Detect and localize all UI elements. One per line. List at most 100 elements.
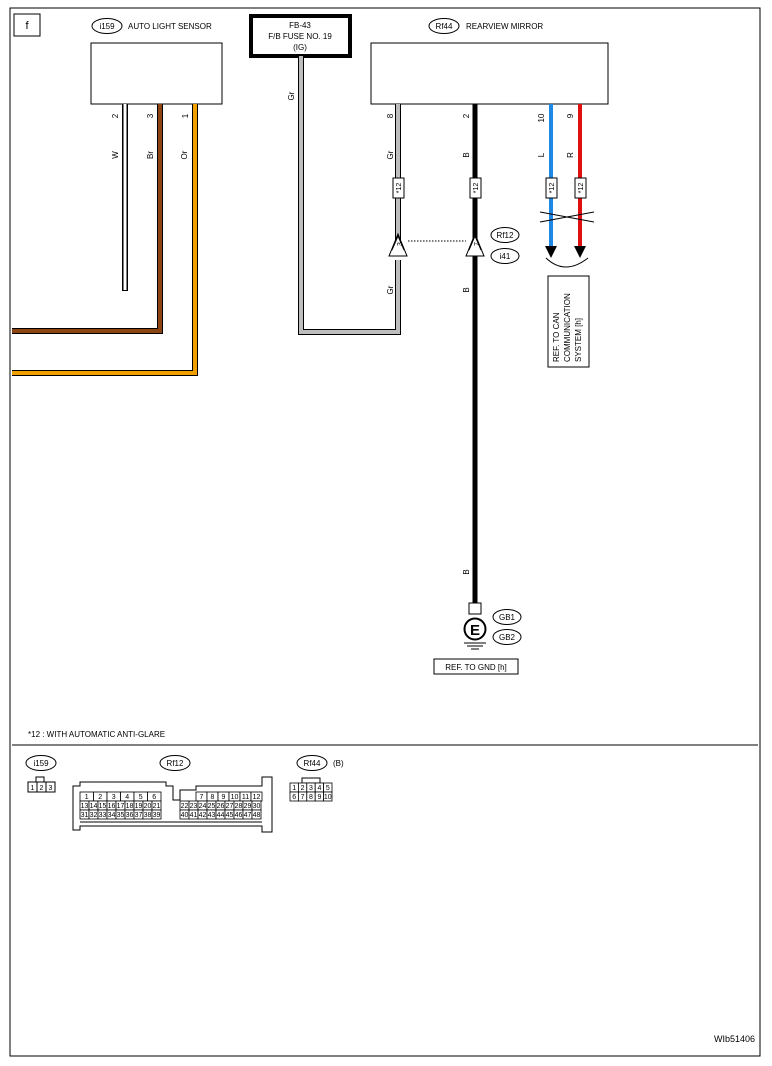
rf12-pin-label: 42 <box>199 812 207 819</box>
ground-symbol-circle <box>463 617 487 641</box>
rf12-pin-label: 10 <box>231 794 239 801</box>
rf12-pin-label: 34 <box>108 812 116 819</box>
rf12-pin-label: 32 <box>90 812 98 819</box>
rf44-pin-label: 6 <box>292 794 296 801</box>
mirror-pin-r: 9 <box>566 113 575 118</box>
mirror-wire-label-b: B <box>462 152 471 157</box>
ground-wire-label: B <box>462 569 471 574</box>
svg-text:2: 2 <box>40 785 44 792</box>
ground-symbol: E <box>470 622 480 639</box>
rf12-pin-label: 3 <box>112 794 116 801</box>
fuse-line3: (IG) <box>293 43 307 52</box>
mirror-wire-label-r: R <box>566 152 575 158</box>
svg-text:*12: *12 <box>473 183 480 194</box>
section-letter-box: f <box>13 13 41 37</box>
rf12-pin-label: 23 <box>190 803 198 810</box>
diagram-code: WIb51406 <box>714 1034 755 1044</box>
rf12-pin-label: 14 <box>90 803 98 810</box>
twisted-pair-symbol <box>539 211 595 223</box>
svg-text:*12: *12 <box>578 183 585 194</box>
connector-upper-tag-oval <box>490 227 520 243</box>
rf12-pin-label: 18 <box>126 803 134 810</box>
can-ref-line3: SYSTEM [h] <box>574 318 583 362</box>
ground-tag1: GB1 <box>499 613 516 622</box>
fuse-box: FB-43 F/B FUSE NO. 19 (IG) <box>249 14 352 58</box>
rf12-pin-label: 44 <box>217 812 225 819</box>
rf12-pin-label: 11 <box>242 794 249 801</box>
rf12-pin-label: 45 <box>226 812 234 819</box>
connector-lower-tag-oval <box>490 248 520 264</box>
rf12-pin-label: 8 <box>211 794 215 801</box>
section-letter: f <box>25 20 29 32</box>
option-mark-l: *12 <box>545 177 558 199</box>
rf44-pin-label: 1 <box>292 785 296 792</box>
auto-light-sensor: i159 AUTO LIGHT SENSOR 2 3 1 W Br Or <box>90 18 223 159</box>
svg-text:*12: *12 <box>549 183 556 194</box>
rf12-pin-label: 6 <box>152 794 156 801</box>
rf44-pin-label: 3 <box>309 785 313 792</box>
rearview-mirror-box <box>370 42 609 105</box>
connector-left-chevron <box>388 232 408 257</box>
rf12-pin-label: 47 <box>244 812 252 819</box>
auto-light-sensor-tag: i159 <box>99 22 115 31</box>
rf12-pin-label: 33 <box>99 812 107 819</box>
rf12-pin-label: 29 <box>244 803 252 810</box>
ground-tag1-oval <box>492 609 522 625</box>
diagram-frame <box>9 7 761 1057</box>
fuse-line1: FB-43 <box>289 21 311 30</box>
connector-view-i159: i159 1 2 3 <box>25 755 57 793</box>
rf44-pin-label: 4 <box>317 785 321 792</box>
rf12-pin-label: 24 <box>199 803 207 810</box>
rf12-pin-label: 20 <box>144 803 152 810</box>
rf44-pin-label: 5 <box>326 785 330 792</box>
rf12-pin-label: 26 <box>217 803 225 810</box>
svg-text:3: 3 <box>49 785 53 792</box>
rf12-pin-label: 13 <box>81 803 89 810</box>
mirror-wire-label-l: L <box>537 152 546 157</box>
rf12-pin-label: 48 <box>253 812 261 819</box>
connector-view-i159-tag: i159 <box>33 759 49 768</box>
connector-view-rf44-tag: Rf44 <box>304 759 321 768</box>
rf12-pin-label: 25 <box>208 803 216 810</box>
sensor-wire-label-w: W <box>111 151 120 159</box>
rf12-pin-label: 22 <box>181 803 189 810</box>
rf12-pin-label: 17 <box>117 803 125 810</box>
rf12-cell <box>251 809 262 820</box>
rf12-pin-label: 27 <box>226 803 234 810</box>
rf12-pin-label: 38 <box>144 812 152 819</box>
ground-ref-box <box>433 658 519 675</box>
option-mark-gr: *12 <box>392 177 405 199</box>
sensor-pin-br: 3 <box>146 113 155 118</box>
rf44-pin-label: 8 <box>309 794 313 801</box>
wire-or <box>12 104 198 376</box>
rf12-pin-label: 37 <box>135 812 143 819</box>
sensor-pin-or: 1 <box>181 113 190 118</box>
rf12-pin-label: 30 <box>253 803 261 810</box>
fuse-wire-label: Gr <box>287 91 296 100</box>
rf12-pin-label: 2 <box>98 794 102 801</box>
rf12-pin-label: 21 <box>153 803 161 810</box>
rf12-pin-label: 28 <box>235 803 243 810</box>
wire-w <box>122 104 128 291</box>
wire-gr-fuse <box>298 56 401 335</box>
ground: B E GB1 GB2 REF. TO GND [h] <box>433 569 522 675</box>
rf44-pin-label: 10 <box>324 794 332 801</box>
rf12-pin-label: 1 <box>85 794 89 801</box>
rearview-mirror-tag: Rf44 <box>436 22 453 31</box>
rf44-cell <box>323 791 333 802</box>
twisted-pair-arc <box>545 257 589 268</box>
ground-tag2: GB2 <box>499 633 516 642</box>
rf12-pin-label: 39 <box>153 812 161 819</box>
wire-r-arrow <box>574 246 586 258</box>
wire-l <box>545 104 557 258</box>
can-ref-line2: COMMUNICATION <box>563 293 572 362</box>
rf12-pin-label: 9 <box>222 794 226 801</box>
ground-tag2-oval <box>492 629 522 645</box>
sensor-pin-w: 2 <box>111 113 120 118</box>
ground-terminal <box>468 602 482 615</box>
connector-view-rf12-tag: Rf12 <box>167 759 184 768</box>
sensor-wire-label-br: Br <box>146 151 155 159</box>
